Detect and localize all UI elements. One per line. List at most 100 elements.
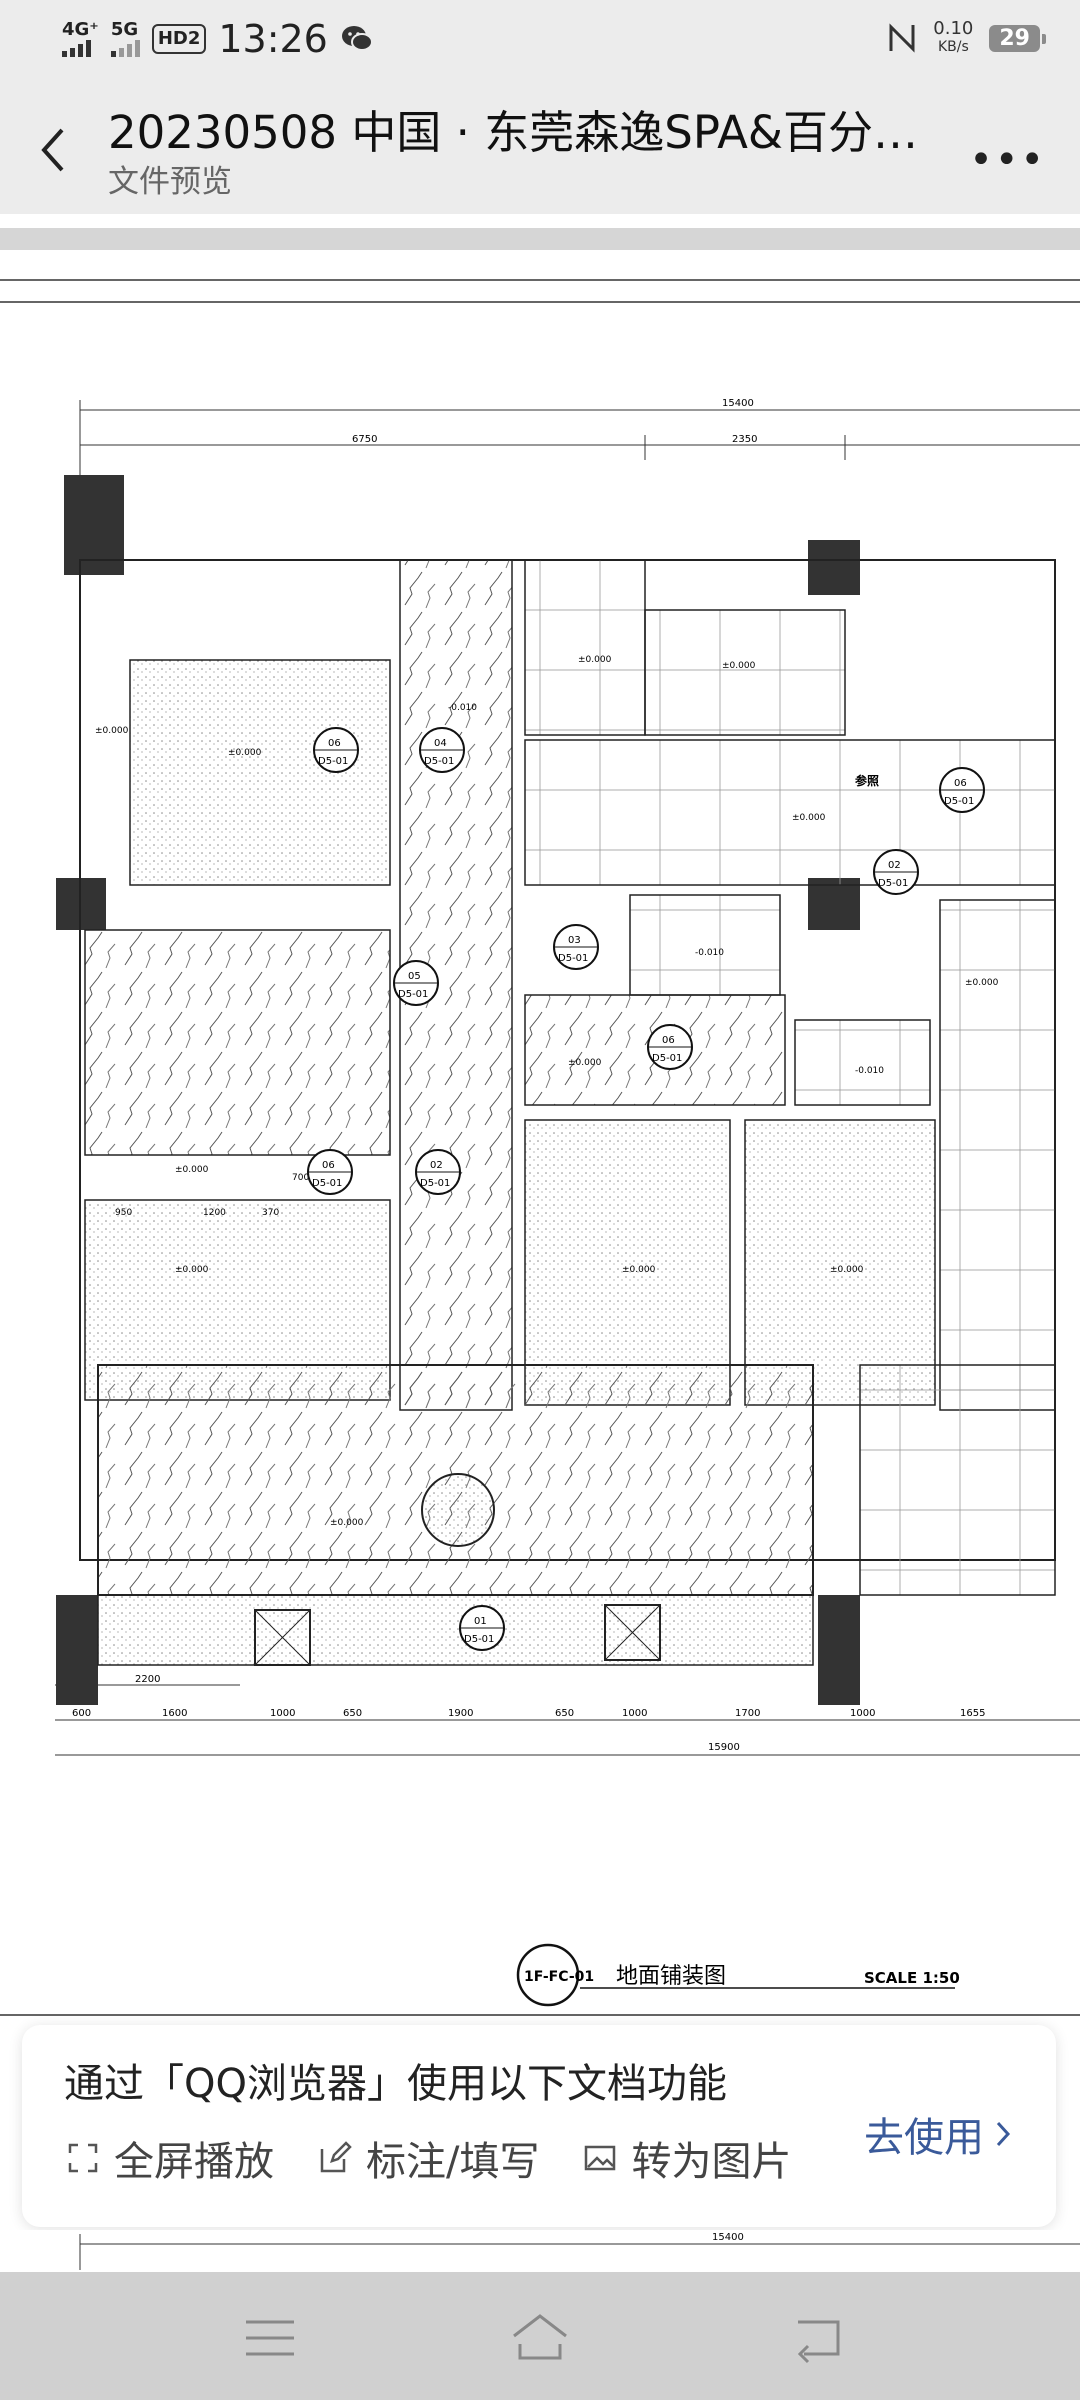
- callout-4[interactable]: 03 D5-01: [553, 924, 599, 970]
- elev-label-6: ±0.000: [568, 1058, 602, 1068]
- elev-label-4: ±0.000: [722, 661, 756, 671]
- callout-3-number: 05: [408, 971, 421, 982]
- hd-voice-badge: HD2: [151, 24, 207, 54]
- wechat-icon: [341, 26, 373, 51]
- callout-7[interactable]: 06 D5-01: [647, 1024, 693, 1070]
- annotate-label: 标注/填写: [366, 2139, 540, 2185]
- callout-9-number: 02: [430, 1160, 443, 1171]
- go-use-button[interactable]: 去使用: [864, 2105, 1012, 2163]
- document-top-edge: [0, 228, 1080, 250]
- elev-label-10: ±0.000: [830, 1265, 864, 1275]
- elev-label-9: ±0.000: [622, 1265, 656, 1275]
- to-image-label: 转为图片: [631, 2139, 792, 2185]
- edit-icon: [320, 2141, 352, 2173]
- dim-b0: 600: [72, 1708, 91, 1719]
- back-arrow-icon[interactable]: [34, 120, 74, 180]
- callout-1[interactable]: 06 D5-01: [313, 727, 359, 773]
- network-type-1: 4G⁺: [62, 19, 99, 40]
- fullscreen-label: 全屏播放: [114, 2139, 274, 2185]
- signal-5g: 5G: [110, 19, 140, 57]
- floor-plan-drawing: 15400 6750 2350: [0, 279, 1080, 2016]
- fullscreen-icon: [68, 2143, 98, 2173]
- signal-4g: 4G⁺: [62, 21, 99, 57]
- callout-5[interactable]: 02 D5-01: [873, 849, 919, 895]
- dim-6750: 6750: [352, 434, 377, 445]
- annotate-action[interactable]: 标注/填写: [318, 2129, 539, 2187]
- callout-4-number: 03: [568, 935, 581, 946]
- sheet-title: 地面铺装图: [616, 1964, 726, 1989]
- dim-total-top: 15400: [722, 398, 754, 409]
- to-image-action[interactable]: 转为图片: [583, 2129, 791, 2187]
- battery-indicator: 29: [989, 24, 1046, 52]
- callout-10-number: 01: [474, 1616, 487, 1627]
- callout-9-code: D5-01: [420, 1178, 450, 1189]
- sheet-id: 1F-FC-01: [524, 1969, 594, 1985]
- dim-b2: 1000: [270, 1708, 295, 1719]
- detail-dim-370: 370: [262, 1208, 279, 1218]
- net-speed-unit: KB/s: [937, 39, 969, 55]
- elev-minus-2: -0.010: [695, 948, 724, 958]
- dim-b5: 650: [555, 1708, 574, 1719]
- menu-icon[interactable]: [240, 2308, 300, 2368]
- callout-4-code: D5-01: [558, 953, 588, 964]
- callout-10[interactable]: 01 D5-01: [459, 1605, 505, 1651]
- dim-b3: 650: [343, 1708, 362, 1719]
- callout-6[interactable]: 06 D5-01: [939, 767, 985, 813]
- dim-total-bottom: 15900: [708, 1742, 740, 1753]
- document-subtitle: 文件预览: [108, 164, 232, 200]
- callout-2[interactable]: 04 D5-01: [419, 727, 465, 773]
- callout-8-number: 06: [322, 1160, 335, 1171]
- dim-b7: 1700: [735, 1708, 760, 1719]
- document-viewer[interactable]: 15400 6750 2350: [0, 250, 1080, 2020]
- document-title: 20230508 中国 · 东莞森逸SPA&百分…: [108, 106, 918, 159]
- callout-8-code: D5-01: [312, 1178, 342, 1189]
- callout-8[interactable]: 06 D5-01: [307, 1149, 353, 1195]
- fullscreen-action[interactable]: 全屏播放: [66, 2129, 274, 2187]
- status-bar: 4G⁺ 5G HD2 13:26 0.10 KB/s 29: [0, 0, 1080, 82]
- callout-6-number: 06: [954, 778, 967, 789]
- reference-label: 参照: [855, 773, 879, 788]
- nfc-icon: [889, 23, 915, 53]
- qq-browser-promo-card[interactable]: 通过「QQ浏览器」使用以下文档功能 全屏播放 标注/填写 转为图片 去使用: [22, 2025, 1056, 2227]
- elev-label-2: ±0.000: [228, 748, 262, 758]
- dim-b4: 1900: [448, 1708, 473, 1719]
- detail-dim-950: 950: [115, 1208, 132, 1218]
- promo-text: 通过「QQ浏览器」使用以下文档功能: [64, 2061, 727, 2107]
- callout-7-code: D5-01: [652, 1053, 682, 1064]
- back-icon[interactable]: [790, 2308, 850, 2368]
- more-options-icon[interactable]: •••: [969, 137, 1046, 183]
- callout-5-number: 02: [888, 860, 901, 871]
- dim-b9: 1655: [960, 1708, 985, 1719]
- home-icon[interactable]: [510, 2308, 570, 2368]
- system-nav-bar: [0, 2272, 1080, 2400]
- document-next-page: 15400: [0, 2230, 1080, 2270]
- image-icon: [585, 2145, 616, 2171]
- elev-label-8: ±0.000: [175, 1265, 209, 1275]
- callout-3[interactable]: 05 D5-01: [393, 960, 439, 1006]
- network-type-2: 5G: [110, 19, 139, 40]
- next-page-dim: 15400: [712, 2232, 744, 2243]
- dim-b1: 1600: [162, 1708, 187, 1719]
- dim-b8: 1000: [850, 1708, 875, 1719]
- callout-7-number: 06: [662, 1035, 675, 1046]
- callout-6-code: D5-01: [944, 796, 974, 807]
- elev-minus-3: -0.010: [855, 1066, 884, 1076]
- chevron-right-icon: [996, 2121, 1011, 2147]
- callout-3-code: D5-01: [398, 989, 428, 1000]
- dim-2200: 2200: [135, 1674, 160, 1685]
- app-header: 20230508 中国 · 东莞森逸SPA&百分… 文件预览 •••: [0, 82, 1080, 214]
- elev-label-12: ±0.000: [965, 978, 999, 988]
- detail-dim-700: 700: [292, 1173, 309, 1183]
- elev-label-5: ±0.000: [792, 813, 826, 823]
- elev-label-3: ±0.000: [578, 655, 612, 665]
- elev-minus-1: -0.010: [448, 703, 477, 713]
- callout-2-code: D5-01: [424, 756, 454, 767]
- callout-9[interactable]: 02 D5-01: [415, 1149, 461, 1195]
- promo-actions: 全屏播放 标注/填写 转为图片: [66, 2129, 791, 2187]
- go-use-label: 去使用: [864, 2115, 984, 2161]
- elev-label-1: ±0.000: [95, 726, 129, 736]
- network-speed: 0.10 KB/s: [933, 20, 973, 56]
- dim-2350: 2350: [732, 434, 757, 445]
- elev-label-11: ±0.000: [330, 1518, 364, 1528]
- dim-b6: 1000: [622, 1708, 647, 1719]
